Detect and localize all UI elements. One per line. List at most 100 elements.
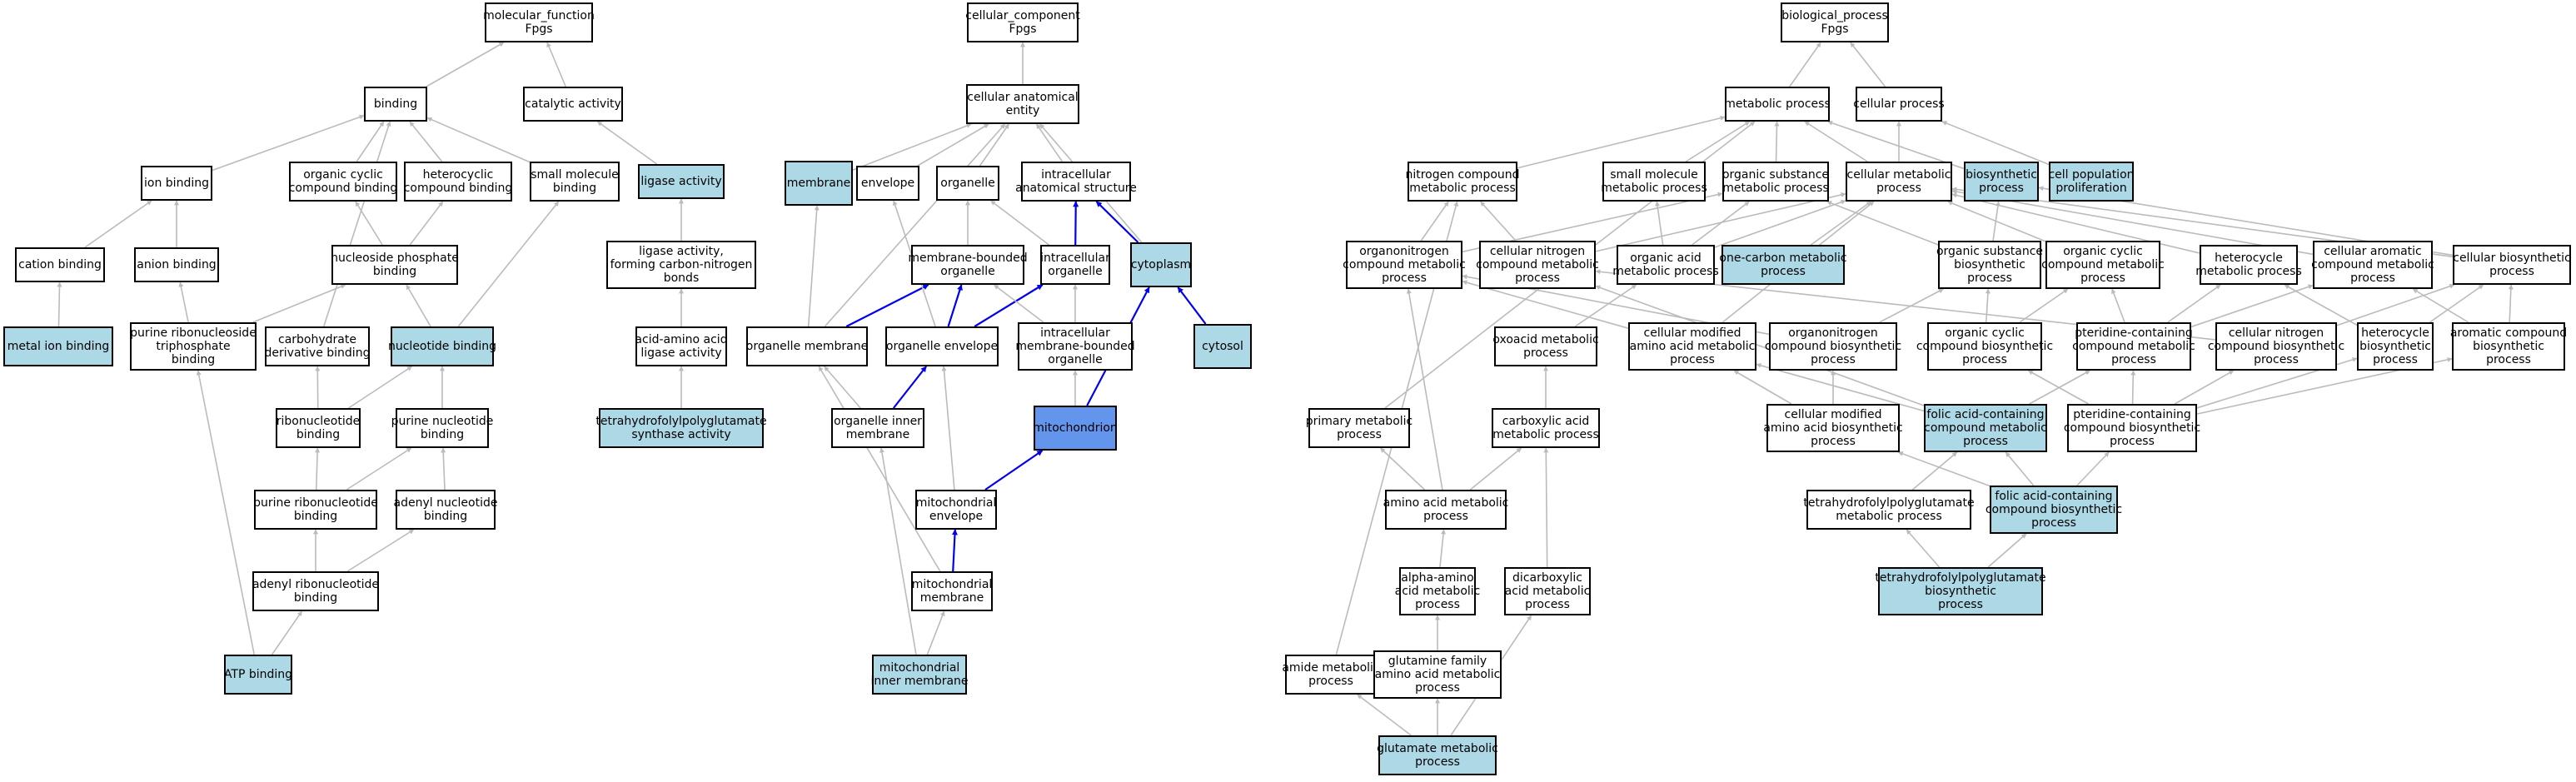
node-ligcn[interactable]: ligase activity,forming carbon-nitrogenb… (606, 241, 756, 289)
node-ligase[interactable]: ligase activity (638, 164, 725, 199)
node-label: cellular modified (1644, 326, 1741, 340)
node-atp[interactable]: ATP binding (224, 655, 292, 695)
node-nucbind[interactable]: nucleotide binding (388, 326, 496, 366)
edge-folmet-to-cellmodaa (1756, 362, 1925, 412)
node-cytosol[interactable]: cytosol (1193, 324, 1252, 369)
node-anion[interactable]: anion binding (134, 247, 219, 282)
edge-mitoinner-to-mitomem (926, 610, 945, 655)
node-thfbio[interactable]: tetrahydrofolylpolyglutamatebiosynthetic… (1875, 567, 2046, 615)
node-binding[interactable]: binding (364, 87, 427, 122)
node-catalytic[interactable]: catalytic activity (523, 87, 623, 122)
node-box (254, 490, 377, 530)
node-orgmem[interactable]: organelle membrane (746, 326, 868, 366)
node-envelope[interactable]: envelope (856, 166, 919, 201)
node-box (2076, 322, 2191, 371)
node-orgenv[interactable]: organelle envelope (885, 326, 999, 366)
node-label: metabolic process (1612, 265, 1719, 278)
node-label: process (2031, 516, 2076, 530)
node-label: purine ribonucleotide (253, 496, 378, 510)
node-cytoplasm[interactable]: cytoplasm (1130, 242, 1192, 287)
edge-purribotri-to-nucphos (252, 284, 346, 323)
node-metalion[interactable]: metal ion binding (3, 326, 113, 366)
node-cation[interactable]: cation binding (15, 247, 105, 282)
node-metab[interactable]: metabolic process (1724, 87, 1831, 122)
node-label: Fpgs (1821, 22, 1848, 36)
node-membrane[interactable]: membrane (785, 161, 853, 206)
edge-pteridmet-to-hetmet (2167, 284, 2221, 323)
node-cellproc[interactable]: cellular process (1853, 87, 1945, 122)
node-label: metabolic process (1492, 428, 1599, 441)
node-box (1378, 735, 1497, 775)
node-box (1492, 408, 1600, 448)
node-label: organonitrogen (1788, 326, 1878, 340)
node-mito[interactable]: mitochondrion (1033, 406, 1118, 451)
node-label: organonitrogen (1359, 245, 1449, 258)
node-organelle[interactable]: organelle (936, 166, 999, 201)
node-ionbinding[interactable]: ion binding (141, 166, 212, 201)
node-label: process (2350, 271, 2395, 285)
